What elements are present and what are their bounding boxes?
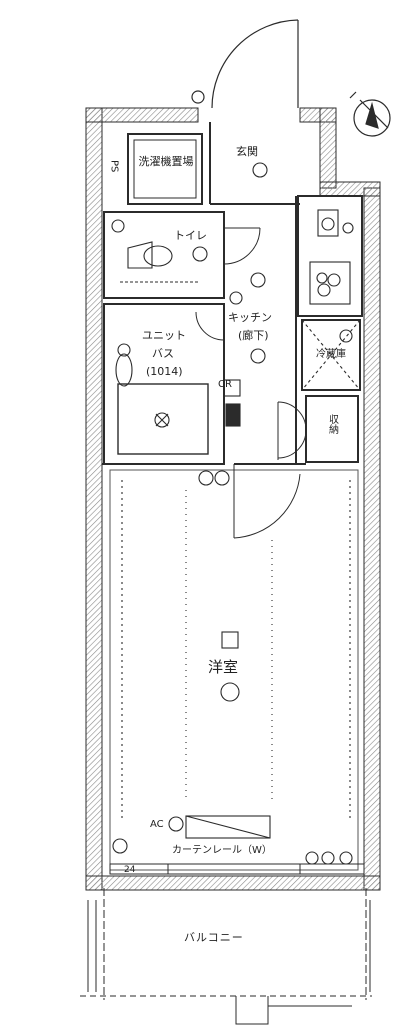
curtain-rail-label: カーテンレール（W） <box>172 845 272 856</box>
ps-label: PS <box>108 160 120 173</box>
kitchen-note-label: (廊下) <box>238 329 269 342</box>
fixtures <box>111 139 361 865</box>
storage-label: 収納 <box>326 414 338 434</box>
ac-label: AC <box>150 819 164 830</box>
refrigerator-label: 冷蔵庫 <box>316 349 346 360</box>
interior-doors <box>195 227 307 539</box>
interior-walls <box>102 122 363 871</box>
front-door <box>191 19 299 109</box>
cr-label: CR <box>218 379 232 390</box>
bath-label: バス <box>152 347 174 360</box>
laundry-label: 洗濯機置場 <box>138 155 194 168</box>
compass-north-icon <box>349 91 391 137</box>
balcony-label: バルコニー <box>184 931 244 944</box>
balcony-window <box>80 863 372 1025</box>
entrance-label: 玄関 <box>236 145 258 158</box>
bath-size-label: (1014) <box>146 365 183 378</box>
num24-label: 24 <box>124 865 136 875</box>
western-room-label: 洋室 <box>208 658 239 676</box>
toilet-label: トイレ <box>174 229 207 242</box>
kitchen-label: キッチン <box>228 311 272 324</box>
outer-walls <box>85 107 381 891</box>
unit-bath-label: ユニット <box>142 329 186 342</box>
